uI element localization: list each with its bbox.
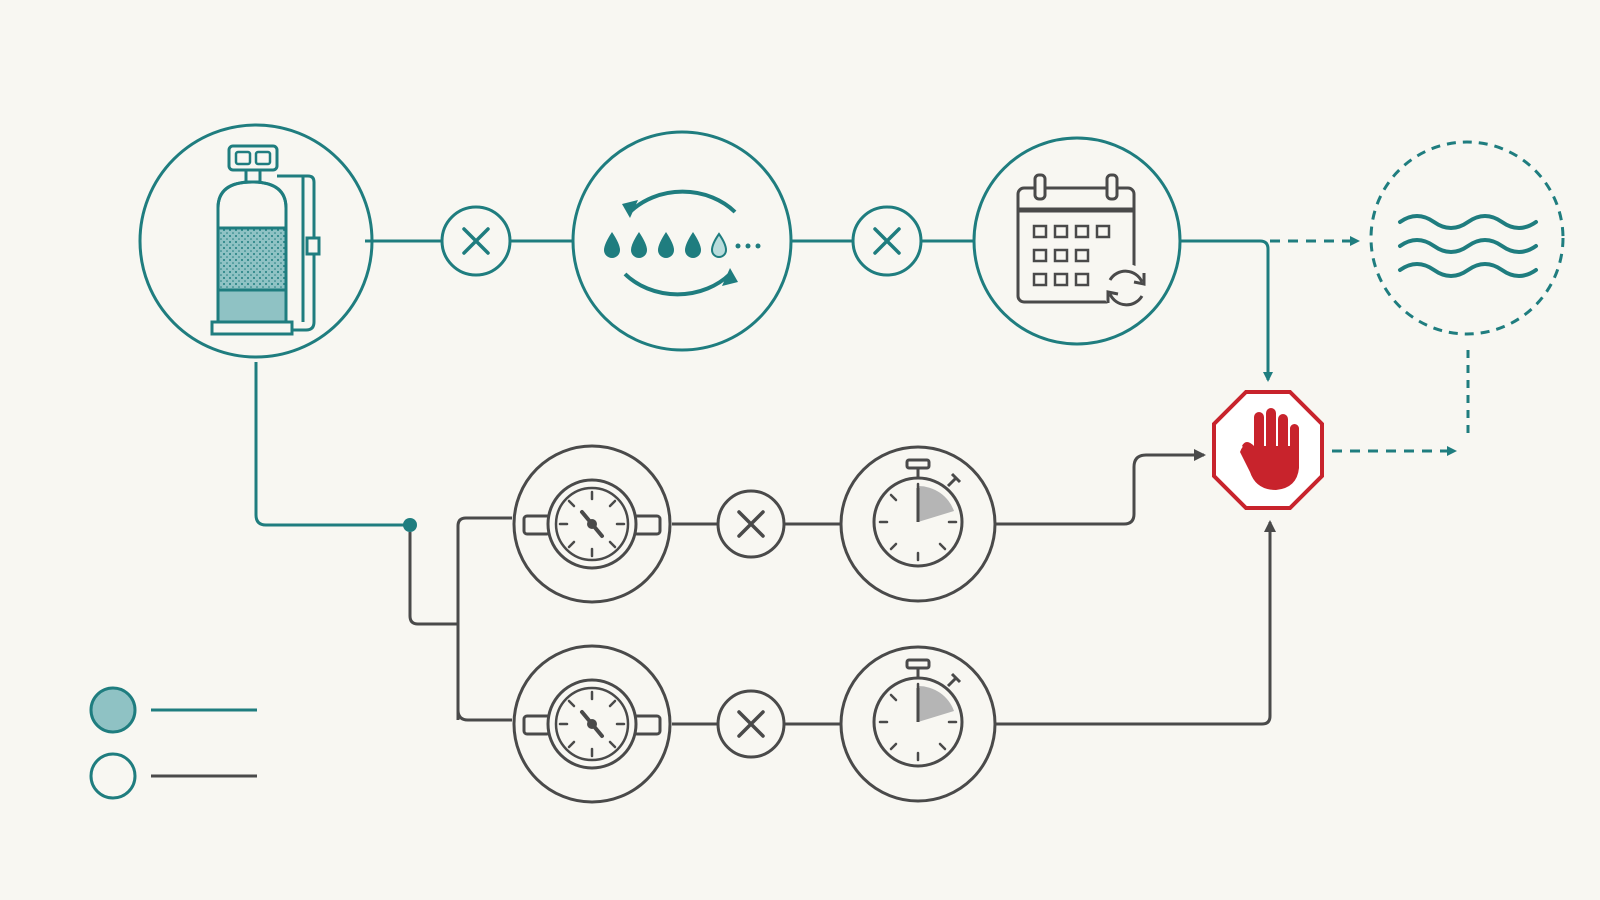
connector-split-meter2 (456, 709, 512, 722)
outline-teal-circle-icon (89, 752, 137, 800)
connector-junction-split (408, 532, 458, 626)
operator-3 (716, 489, 786, 559)
legend (89, 686, 257, 800)
calendar-refresh-icon (1016, 173, 1150, 312)
multiply-icon (462, 227, 490, 255)
stopwatch-icon (872, 658, 964, 768)
operator-1 (440, 205, 512, 277)
operator-4 (716, 689, 786, 759)
node-timer-1 (839, 445, 997, 603)
node-flow-meter-1 (512, 444, 672, 604)
multiply-icon (737, 710, 765, 738)
water-waves-icon (1398, 214, 1538, 278)
flow-meter-icon (522, 678, 662, 770)
recycle-drops-icon (604, 189, 761, 297)
connectors (254, 236, 1470, 726)
legend-item-outline (89, 752, 257, 800)
connector-tank-branch (254, 362, 410, 527)
connector-split-meter1 (456, 516, 512, 720)
connector-timer1-stop (996, 449, 1206, 526)
node-flow-meter-2 (512, 644, 672, 804)
stop-hand-icon (1240, 408, 1299, 490)
node-regeneration-cycle (571, 130, 793, 352)
node-timer-2 (839, 645, 997, 803)
connector-timer2-stop (996, 520, 1276, 726)
multiply-icon (873, 227, 901, 255)
branch-junction (403, 518, 417, 532)
multiply-icon (737, 510, 765, 538)
node-water-output (1369, 140, 1565, 336)
water-softener-tank-icon (210, 144, 321, 336)
flow-meter-icon (522, 478, 662, 570)
connector-schedule-stop (1180, 239, 1273, 382)
operator-2 (851, 205, 923, 277)
stopwatch-icon (872, 458, 964, 568)
node-softener-tank (138, 123, 374, 359)
filled-teal-circle-icon (89, 686, 137, 734)
node-schedule (972, 136, 1182, 346)
legend-item-filled (89, 686, 257, 734)
node-stop (1212, 390, 1324, 510)
